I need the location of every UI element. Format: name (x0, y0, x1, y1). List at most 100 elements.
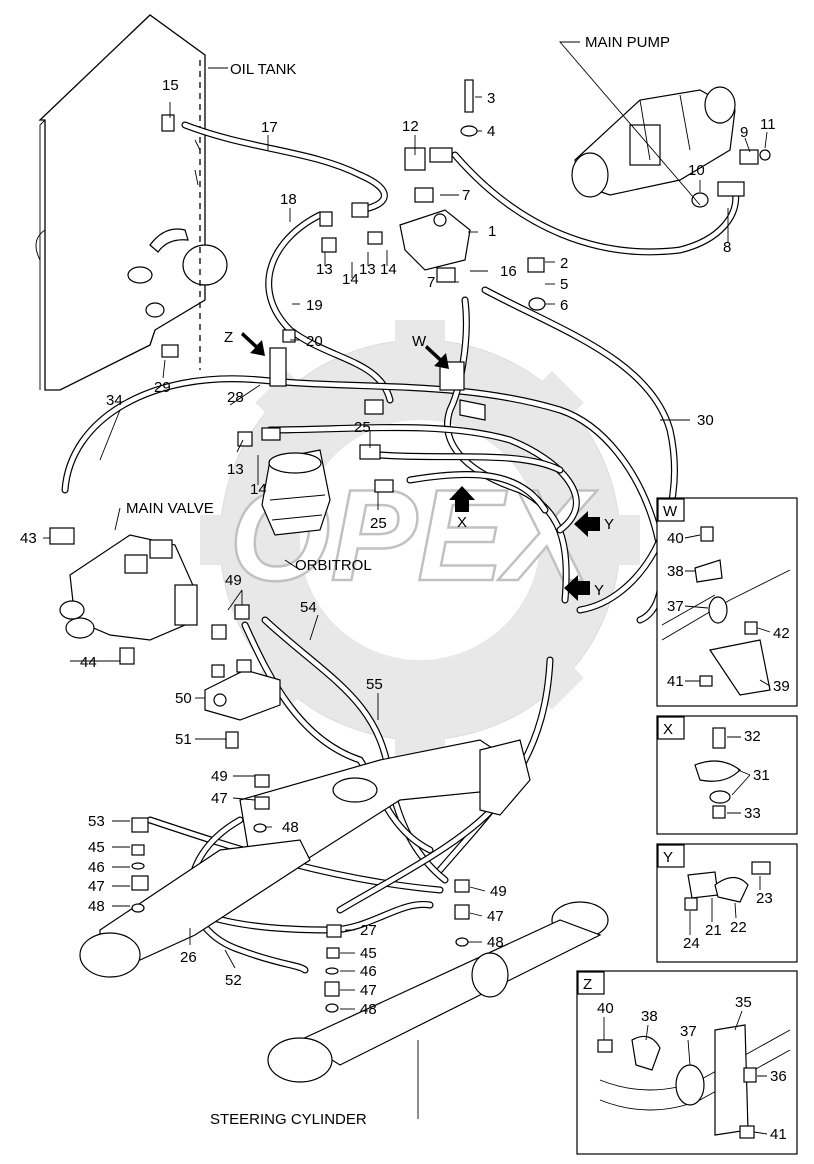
callout: 55 (366, 676, 383, 693)
oil-tank-label: OIL TANK (230, 61, 296, 78)
svg-text:41: 41 (667, 673, 684, 690)
svg-text:41: 41 (770, 1126, 787, 1143)
arrow-x (449, 486, 475, 512)
detail-box-x: X 32 31 33 (656, 715, 798, 835)
callout: 30 (697, 412, 714, 429)
callout: 6 (560, 297, 568, 314)
callout: 16 (500, 263, 517, 280)
main-valve-label: MAIN VALVE (126, 500, 214, 517)
main-pump (571, 86, 736, 198)
svg-text:33: 33 (744, 805, 761, 822)
svg-text:24: 24 (683, 935, 700, 952)
svg-text:39: 39 (773, 678, 790, 695)
callout: 48 (360, 1001, 377, 1018)
callout: 51 (175, 731, 192, 748)
svg-text:X: X (663, 721, 673, 738)
arrow-z (241, 332, 265, 356)
svg-text:23: 23 (756, 890, 773, 907)
valve-block (204, 604, 281, 749)
component-names: OIL TANK MAIN PUMP MAIN VALVE ORBITROL S… (126, 34, 670, 1128)
callout: 14 (380, 261, 397, 278)
callout: 3 (487, 90, 495, 107)
callout: 43 (20, 530, 37, 547)
detail-box-z: Z 40 38 37 35 36 41 (576, 970, 798, 1155)
letter-z: Z (224, 329, 233, 346)
callout: 47 (211, 790, 228, 807)
callout: 20 (306, 333, 323, 350)
callout: 49 (211, 768, 228, 785)
callout: 2 (560, 255, 568, 272)
detail-box-w: W 40 38 37 42 41 39 (656, 497, 798, 707)
callout: 9 (740, 124, 748, 141)
callout: 4 (487, 123, 495, 140)
orbitrol-label: ORBITROL (295, 557, 372, 574)
callout: 25 (354, 419, 371, 436)
callout: 49 (490, 883, 507, 900)
arrow-w (425, 345, 449, 369)
callout: 7 (462, 187, 470, 204)
callout: 47 (487, 908, 504, 925)
orbitrol (261, 449, 331, 536)
callout: 14 (250, 481, 267, 498)
callout: 45 (88, 839, 105, 856)
callout: 13 (359, 261, 376, 278)
callout-numbers: 1 2 3 4 5 6 7 7 8 9 10 11 12 13 13 13 14… (20, 77, 776, 1018)
callout: 13 (227, 461, 244, 478)
main-pump-label: MAIN PUMP (585, 34, 670, 51)
svg-text:37: 37 (680, 1023, 697, 1040)
svg-text:32: 32 (744, 728, 761, 745)
svg-text:37: 37 (667, 598, 684, 615)
svg-text:36: 36 (770, 1068, 787, 1085)
steering-cylinder-label: STEERING CYLINDER (210, 1111, 367, 1128)
callout: 5 (560, 276, 568, 293)
direction-arrows (241, 332, 600, 601)
callout: 17 (261, 119, 278, 136)
callout: 54 (300, 599, 317, 616)
main-valve (49, 527, 198, 665)
svg-text:42: 42 (773, 625, 790, 642)
callout: 25 (370, 515, 387, 532)
callout: 50 (175, 690, 192, 707)
callout: 12 (402, 118, 419, 135)
callout: 45 (360, 945, 377, 962)
callout: 10 (688, 162, 705, 179)
callout: 47 (88, 878, 105, 895)
letter-x: X (457, 514, 467, 531)
letter-y1: Y (604, 516, 614, 533)
letter-w: W (412, 333, 427, 350)
callout: 7 (427, 274, 435, 291)
arrow-letters: Z W X Y Y (224, 329, 614, 599)
callout: 13 (316, 261, 333, 278)
callout: 28 (227, 389, 244, 406)
svg-text:38: 38 (667, 563, 684, 580)
leader-lines (43, 41, 768, 1119)
cylinder-fittings (131, 774, 470, 1013)
callout: 11 (760, 116, 776, 133)
svg-text:40: 40 (597, 1000, 614, 1017)
svg-text:40: 40 (667, 530, 684, 547)
oil-tank (35, 14, 228, 391)
callout: 46 (88, 859, 105, 876)
callout: 34 (106, 392, 123, 409)
watermark-gear: OPEX (200, 320, 640, 760)
svg-text:22: 22 (730, 919, 747, 936)
callout: 1 (488, 223, 496, 240)
callout: 19 (306, 297, 323, 314)
steering-axle (79, 739, 609, 1083)
svg-text:Y: Y (663, 849, 673, 866)
svg-text:35: 35 (735, 994, 752, 1011)
svg-text:38: 38 (641, 1008, 658, 1025)
callout: 48 (282, 819, 299, 836)
callout: 29 (154, 379, 171, 396)
callout: 14 (342, 271, 359, 288)
callout: 18 (280, 191, 297, 208)
callout: 49 (225, 572, 242, 589)
fittings (161, 79, 771, 493)
callout: 47 (360, 982, 377, 999)
arrow-y1 (574, 511, 600, 537)
svg-text:Z: Z (583, 976, 592, 993)
callout: 44 (80, 654, 97, 671)
callout: 48 (487, 934, 504, 951)
letter-y2: Y (594, 582, 604, 599)
